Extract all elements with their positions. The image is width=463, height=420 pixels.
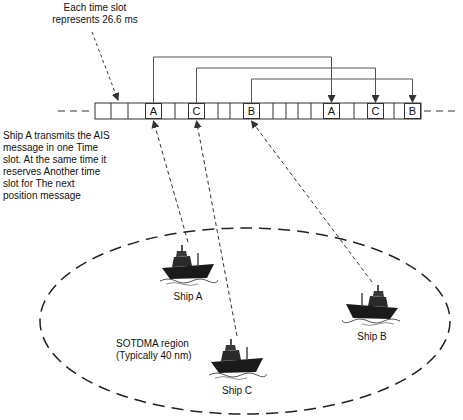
ship-node: Ship B	[340, 284, 404, 342]
strip-continuation	[424, 111, 460, 112]
time-slot: B	[243, 103, 260, 119]
time-slot: C	[367, 103, 384, 119]
region-label: SOTDMA region (Typically 40 nm)	[116, 338, 204, 362]
time-slot: C	[188, 103, 205, 119]
slot-letter: C	[372, 105, 380, 117]
ship-label: Ship A	[174, 291, 203, 303]
ship-label: Ship B	[357, 331, 386, 343]
explanation-note: Ship A transmits the AIS message in one …	[3, 130, 111, 202]
transmit-leader	[154, 121, 189, 242]
leader-line	[92, 32, 118, 100]
ship-node: Ship A	[156, 244, 220, 302]
slot-letter: B	[409, 105, 416, 117]
slot-letter: A	[328, 105, 335, 117]
slot-letter: A	[150, 105, 157, 117]
slot-strip	[95, 103, 421, 119]
ship-illustration	[158, 244, 218, 286]
reservation-connector	[154, 57, 332, 103]
slot-letter: C	[193, 105, 201, 117]
time-slot: A	[145, 103, 162, 119]
ship-illustration	[342, 284, 402, 326]
transmit-leader	[252, 121, 373, 282]
ship-illustration	[207, 338, 267, 380]
reservation-connector	[252, 79, 413, 103]
reservation-connector	[197, 68, 376, 103]
time-slot: A	[323, 103, 340, 119]
ship-label: Ship C	[222, 385, 252, 397]
strip-continuation	[58, 111, 92, 112]
timeslot-note: Each time slot represents 26.6 ms	[52, 2, 138, 26]
sotdma-region: SOTDMA region (Typically 40 nm) Ship A Shi…	[38, 226, 452, 416]
slot-dividers	[111, 103, 394, 119]
slot-letter: B	[248, 105, 255, 117]
ship-node: Ship C	[205, 338, 269, 396]
time-slot: B	[404, 103, 421, 119]
